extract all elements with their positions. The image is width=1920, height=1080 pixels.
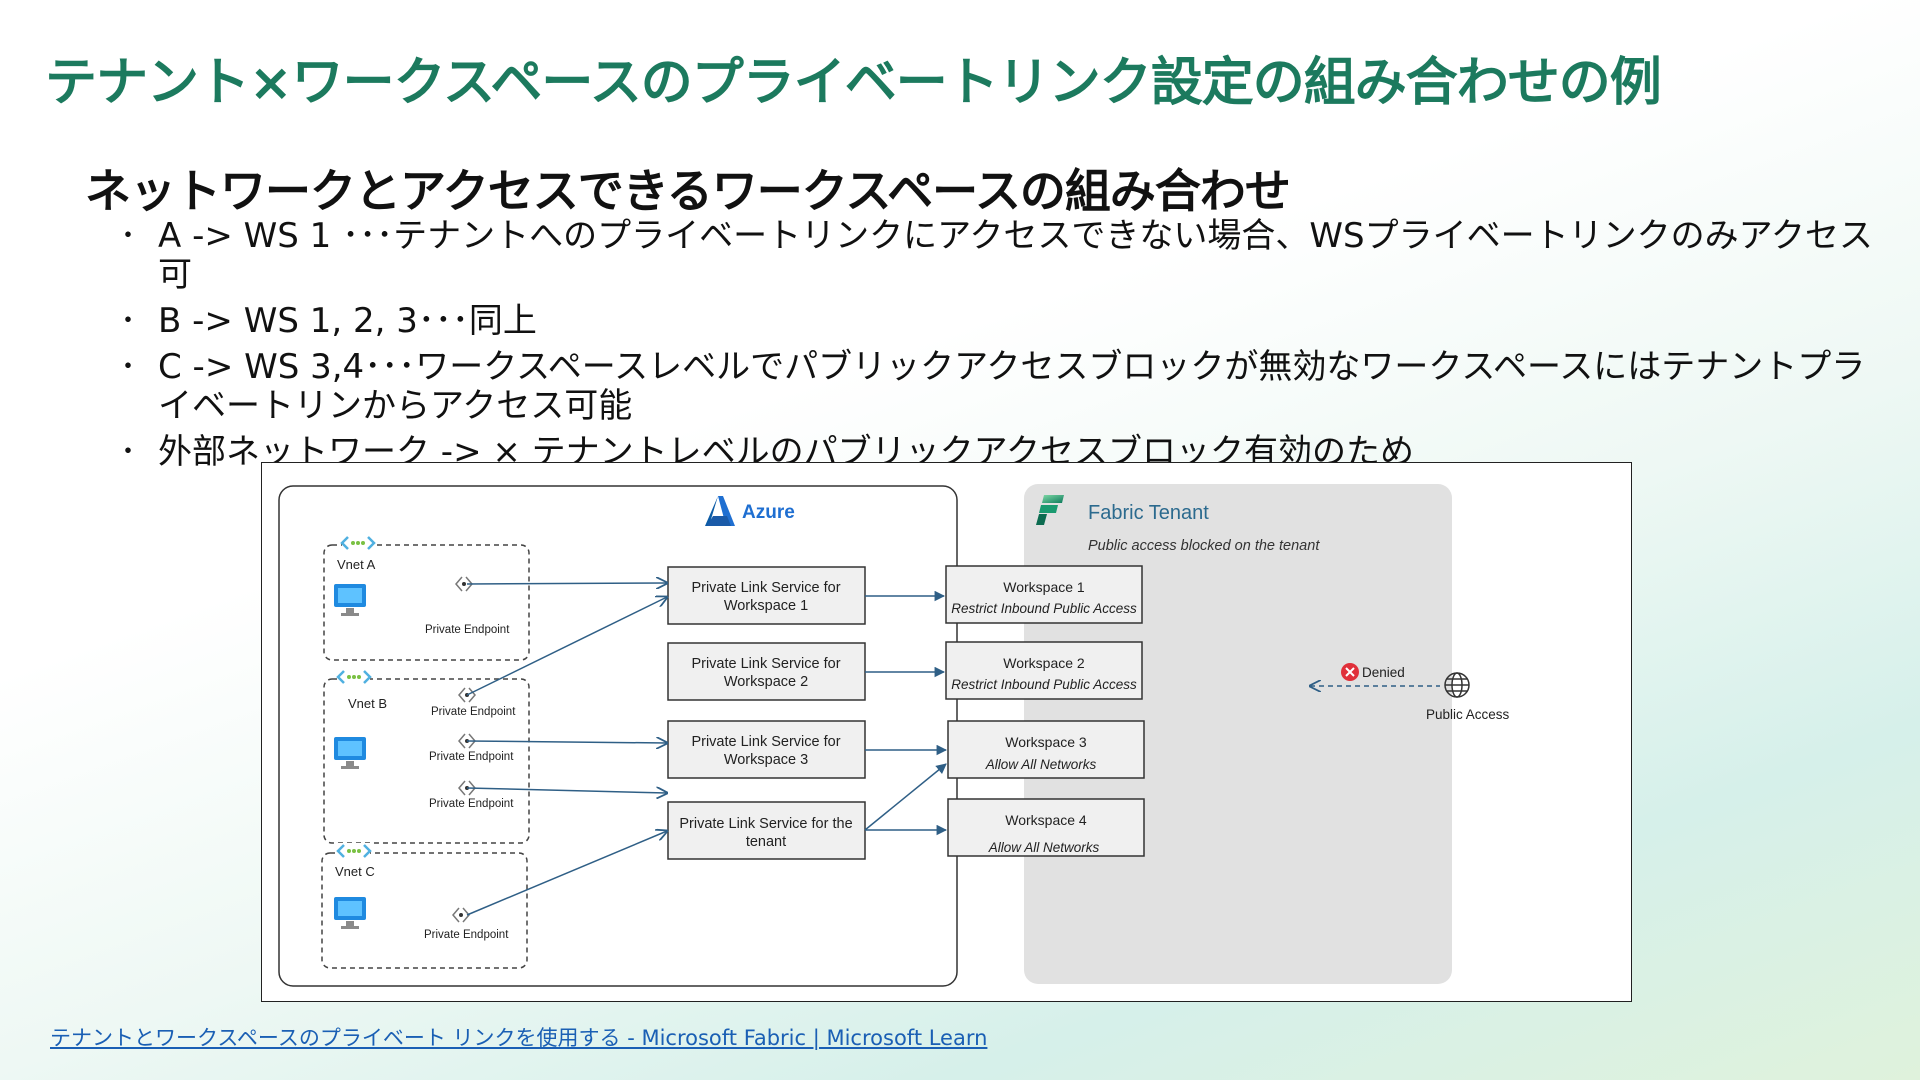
architecture-diagram: Azure Fabric Tenant Public access blocke… [261,462,1632,1002]
bullet-item: ・ A -> WS 1 ･･･テナントへのプライベートリンクにアクセスできない場合… [115,217,1875,295]
slide-title: テナント×ワークスペースのプライベートリンク設定の組み合わせの例 [45,53,1662,113]
public-access-label: Public Access [1426,707,1510,722]
workspace-name: Workspace 1 [1003,579,1085,595]
globe-icon [1444,672,1470,698]
service-label-line2: Workspace 2 [724,674,808,690]
private-endpoint-label: Private Endpoint [429,798,514,810]
bullet-text: A -> WS 1 ･･･テナントへのプライベートリンクにアクセスできない場合、… [158,216,1873,295]
arrow-vnet-c-to-tenant [466,831,667,916]
workspace-box: Workspace 4 Allow All Networks [947,798,1145,857]
service-label-line2: tenant [746,834,786,850]
vnet-a-box [323,544,530,661]
bullet-text: B -> WS 1, 2, 3･･･同上 [158,301,537,341]
connection-arrows [466,583,1440,916]
denied-x-icon [1345,667,1355,677]
vnet-c-label: Vnet C [335,864,375,879]
service-label-line1: Private Link Service for the [679,816,852,832]
workspace-box: Workspace 3 Allow All Networks [947,720,1145,779]
bullet-item: ・ C -> WS 3,4･･･ワークスペースレベルでパブリックアクセスブロックが… [115,348,1875,426]
vnet-b-box [323,678,530,844]
private-endpoint-label: Private Endpoint [425,624,510,636]
vnet-c-box [321,852,528,969]
bullet-dot: ・ [115,306,142,336]
fabric-logo-icon [1036,495,1064,525]
service-label-line2: Workspace 1 [724,598,808,614]
vnet-icon [336,843,372,859]
private-endpoint-label: Private Endpoint [424,929,509,941]
virtual-machine-icon [334,897,366,929]
azure-logo-icon [705,496,735,526]
diagram-canvas: Azure Fabric Tenant Public access blocke… [278,484,1510,987]
private-endpoint-icon [452,907,470,923]
bullet-dot: ・ [115,352,142,382]
private-link-service-box: Private Link Service for Workspace 1 [667,566,866,625]
vnet-icon [336,669,372,685]
arrow-vnet-b-to-ws3 [466,788,667,793]
fabric-tenant-title: Fabric Tenant [1088,502,1209,524]
azure-label: Azure [742,502,795,523]
workspace-box: Workspace 1 Restrict Inbound Public Acce… [945,565,1143,624]
service-label-line2: Workspace 3 [724,752,808,768]
vnet-b-label: Vnet B [348,696,387,711]
bullet-dot: ・ [115,437,142,467]
virtual-machine-icon [334,584,366,616]
reference-link[interactable]: テナントとワークスペースのプライベート リンクを使用する - Microsoft… [50,1026,988,1050]
arrow-vnet-a-to-ws1 [466,583,667,584]
private-endpoint-label: Private Endpoint [431,706,516,718]
private-link-service-box: Private Link Service for the tenant [667,801,866,860]
arrow-vnet-b-to-ws2 [466,741,667,743]
private-endpoint-label: Private Endpoint [429,751,514,763]
section-subtitle: ネットワークとアクセスできるワークスペースの組み合わせ [85,164,1291,218]
fabric-tenant-subtitle: Public access blocked on the tenant [1088,538,1320,554]
workspace-box: Workspace 2 Restrict Inbound Public Acce… [945,641,1143,700]
denied-label: Denied [1362,665,1405,680]
vnet-icon [340,535,376,551]
workspace-name: Workspace 2 [1003,655,1085,671]
workspace-name: Workspace 3 [1005,734,1087,750]
service-label-line1: Private Link Service for [691,656,840,672]
arrow-vnet-b-to-ws1 [466,597,667,696]
workspace-setting: Restrict Inbound Public Access [951,601,1137,616]
bullet-text: C -> WS 3,4･･･ワークスペースレベルでパブリックアクセスブロックが無… [158,347,1866,426]
virtual-machine-icon [334,737,366,769]
bullet-item: ・ B -> WS 1, 2, 3･･･同上 [115,302,1875,341]
vnet-a-label: Vnet A [337,557,376,572]
workspace-setting: Allow All Networks [985,757,1097,772]
bullet-dot: ・ [115,221,142,251]
arrow-tenant-to-workspace3 [864,763,947,831]
workspace-setting: Restrict Inbound Public Access [951,677,1137,692]
service-label-line1: Private Link Service for [691,580,840,596]
workspace-name: Workspace 4 [1005,812,1087,828]
private-link-service-box: Private Link Service for Workspace 3 [667,720,866,779]
workspace-setting: Allow All Networks [988,840,1100,855]
service-label-line1: Private Link Service for [691,734,840,750]
bullet-list: ・ A -> WS 1 ･･･テナントへのプライベートリンクにアクセスできない場合… [115,217,1875,479]
private-link-service-box: Private Link Service for Workspace 2 [667,642,866,701]
